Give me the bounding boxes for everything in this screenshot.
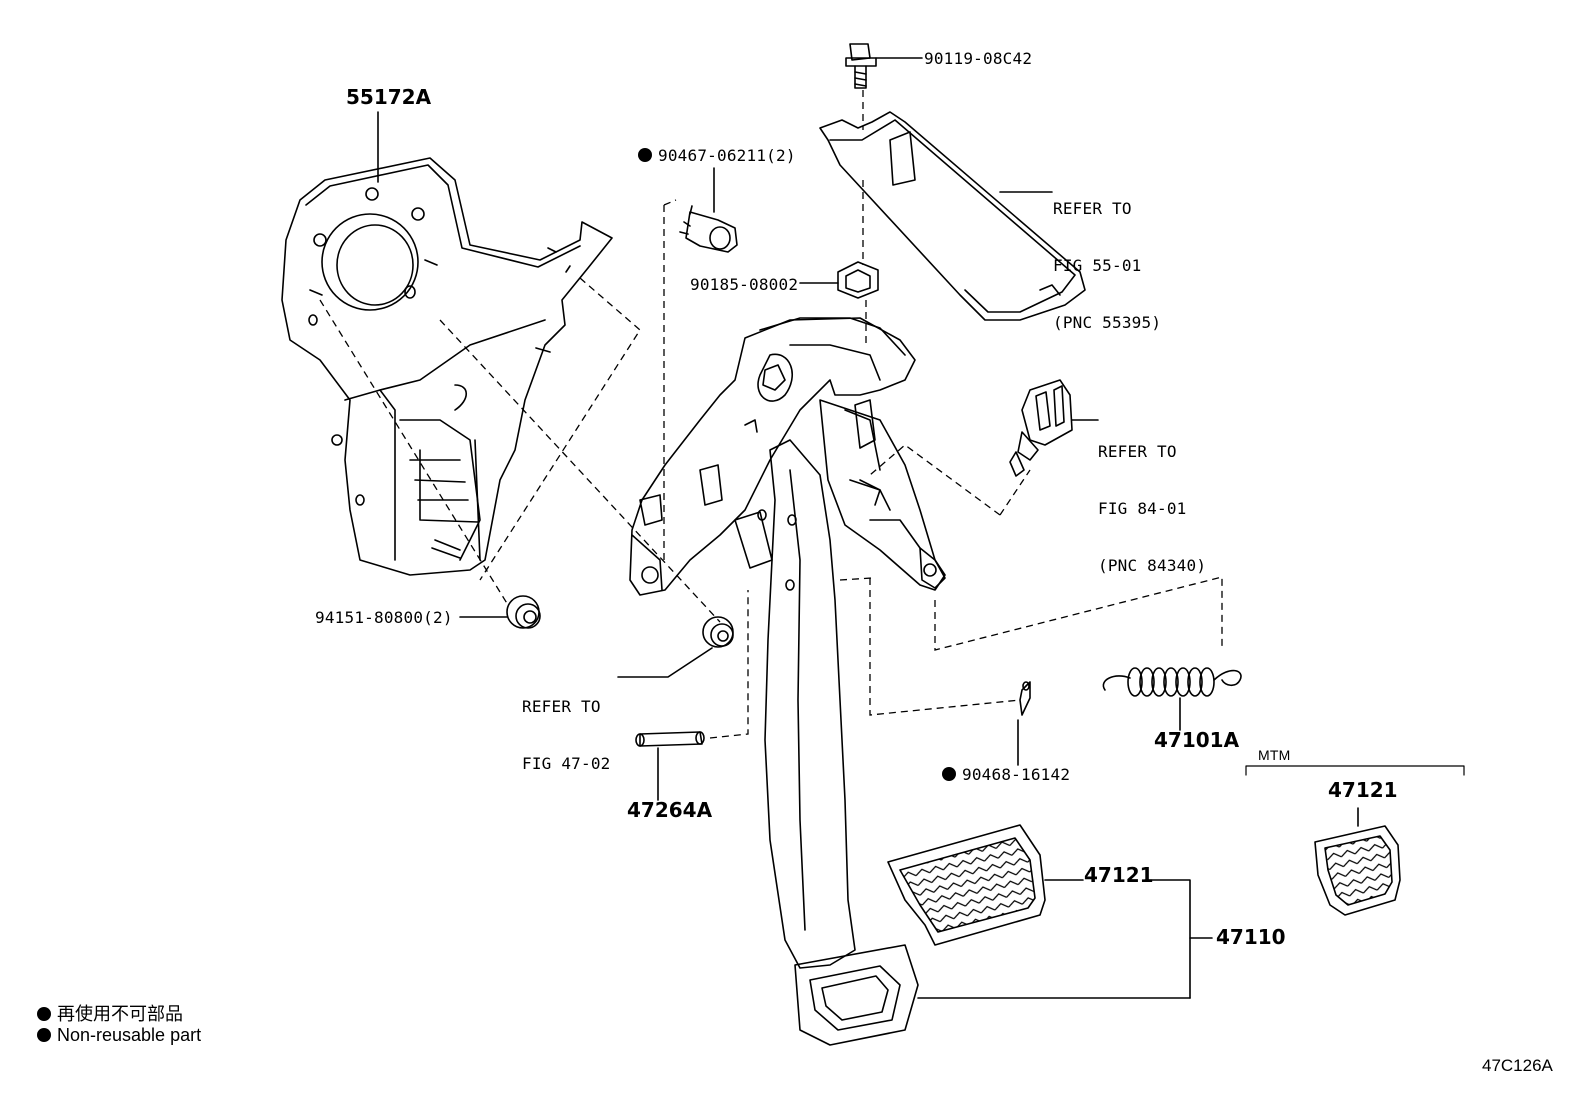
refer-line: REFER TO — [522, 697, 601, 716]
label-90467: 90467-06211(2) — [638, 146, 796, 165]
label-47121-mtm: 47121 — [1328, 778, 1398, 802]
label-mtm: MTM — [1258, 747, 1291, 763]
stop-lamp-switch — [1009, 379, 1099, 477]
label-47101a: 47101A — [1154, 728, 1240, 752]
refer-pnc: (PNC 84340) — [1098, 556, 1207, 575]
label-47110: 47110 — [1216, 925, 1286, 949]
label-90467-text: 90467-06211(2) — [658, 146, 796, 165]
label-47121-main: 47121 — [1084, 863, 1154, 887]
refer-pnc: (PNC 55395) — [1053, 313, 1162, 332]
non-reusable-dot-icon — [37, 1007, 51, 1021]
non-reusable-dot-icon — [37, 1028, 51, 1042]
clip-90468 — [1017, 681, 1031, 766]
nut-90185 — [799, 261, 879, 299]
figure-id: 47C126A — [1482, 1056, 1553, 1075]
refer-fig: FIG 55-01 — [1053, 256, 1142, 275]
refer-line: REFER TO — [1053, 199, 1132, 218]
pedal-pin-47264a — [635, 731, 705, 801]
legend-en: Non-reusable part — [37, 1025, 201, 1046]
legend-jp-text: 再使用不可部品 — [57, 1004, 183, 1024]
label-90468-text: 90468-16142 — [962, 765, 1071, 784]
refer-fig: FIG 47-02 — [522, 754, 611, 773]
bracket-55172a — [281, 157, 613, 576]
non-reusable-dot-icon — [942, 767, 956, 781]
legend-en-text: Non-reusable part — [57, 1025, 202, 1045]
nut-refer-47-02 — [617, 616, 734, 678]
non-reusable-dot-icon — [638, 148, 652, 162]
nut-94151 — [459, 595, 541, 629]
pedal-pad-47121-main — [887, 824, 1213, 999]
refer-fig-47-02: REFER TO FIG 47-02 — [522, 659, 611, 792]
brake-pedal-arm — [764, 439, 1191, 1046]
label-90119: 90119-08C42 — [924, 49, 1033, 68]
legend-jp: 再使用不可部品 — [37, 1000, 183, 1026]
label-47264a: 47264A — [627, 798, 713, 822]
refer-fig-55-01: REFER TO FIG 55-01 (PNC 55395) — [1053, 161, 1161, 351]
bolt-90119 — [845, 43, 923, 89]
clip-90467 — [679, 205, 738, 253]
label-94151: 94151-80800(2) — [315, 608, 453, 627]
refer-fig-84-01: REFER TO FIG 84-01 (PNC 84340) — [1098, 404, 1206, 594]
return-spring-47101a — [1102, 667, 1242, 731]
pedal-support-assembly — [629, 317, 946, 596]
label-55172a: 55172A — [346, 85, 432, 109]
refer-fig: FIG 84-01 — [1098, 499, 1187, 518]
refer-line: REFER TO — [1098, 442, 1177, 461]
pedal-pad-47121-mtm — [1245, 765, 1465, 916]
pedal-cover-bracket — [819, 111, 1086, 321]
label-90185: 90185-08002 — [690, 275, 799, 294]
label-90468: 90468-16142 — [942, 765, 1070, 784]
